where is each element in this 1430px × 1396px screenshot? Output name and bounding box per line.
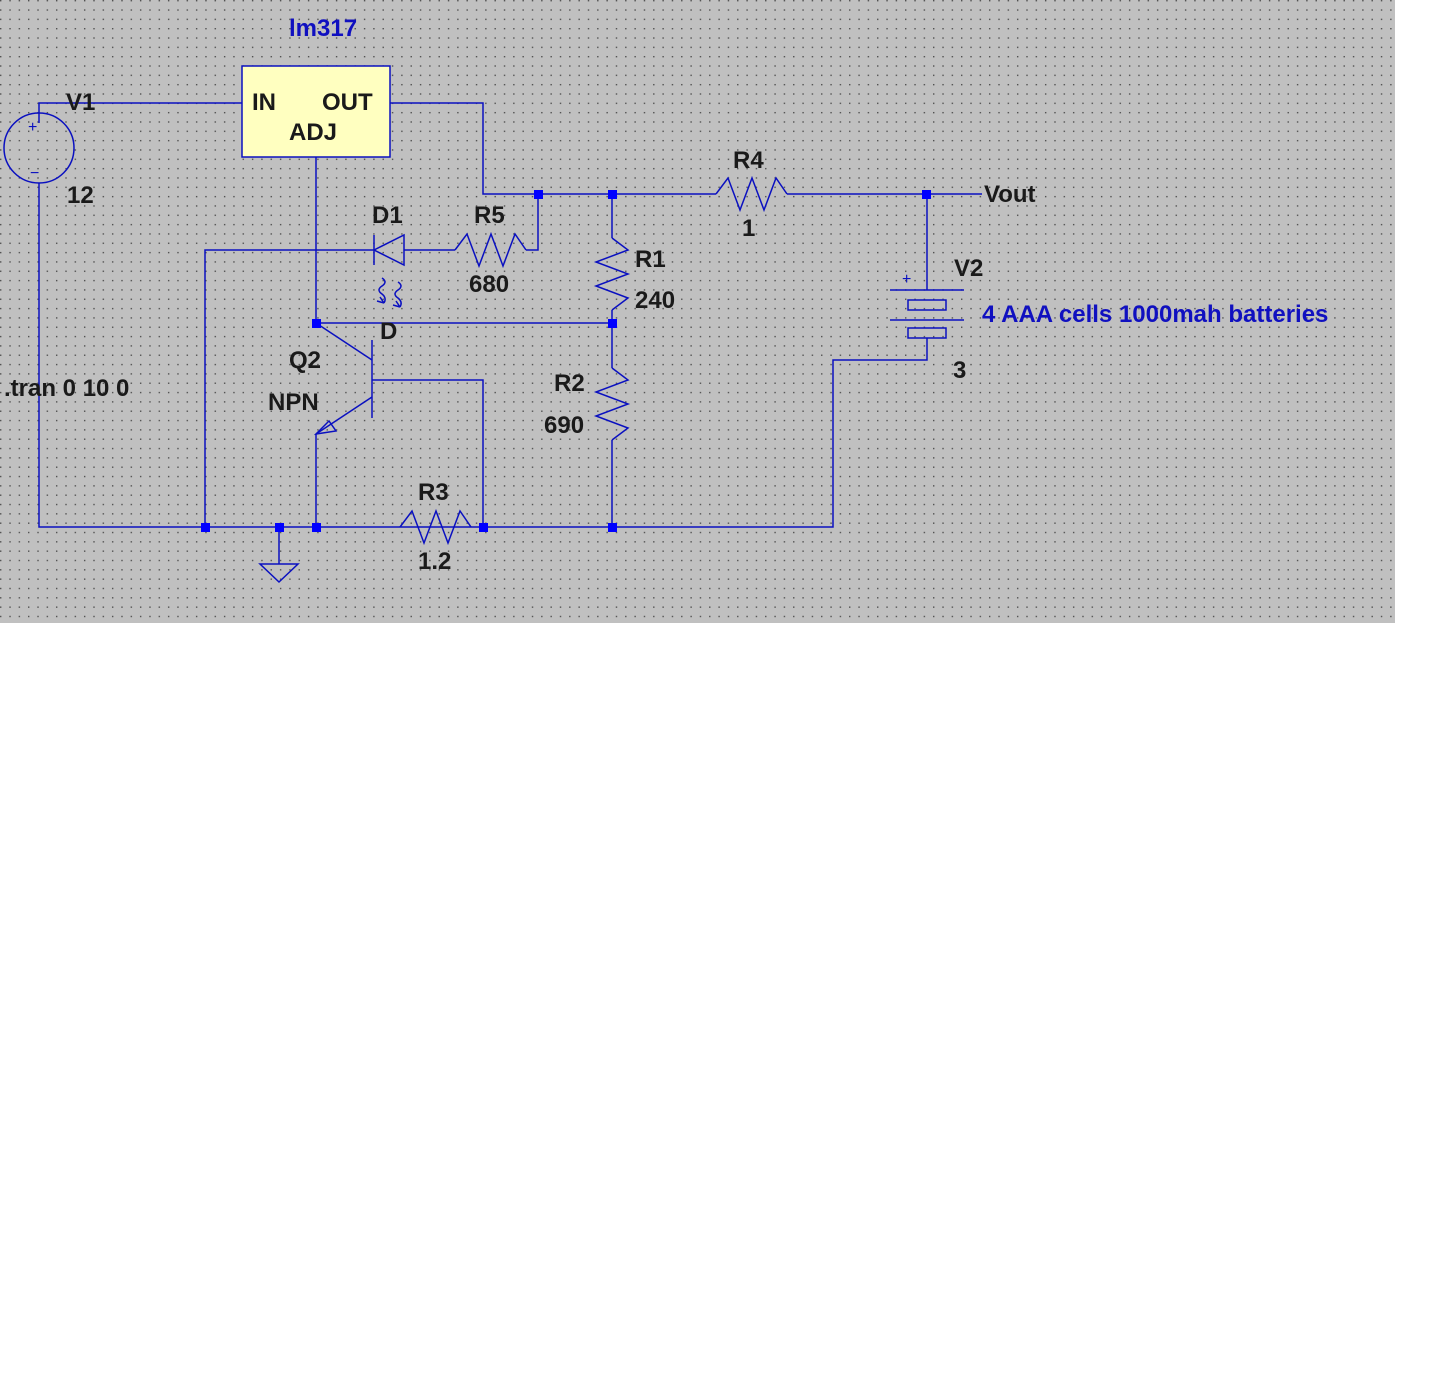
r5-resistor[interactable] xyxy=(454,231,527,269)
junction-node xyxy=(479,523,488,532)
junction-node xyxy=(201,523,210,532)
r2-resistor[interactable] xyxy=(593,367,631,441)
d1-model-label: D xyxy=(380,318,397,345)
v1-plus-sign: + xyxy=(28,119,37,136)
r2-value-label: 690 xyxy=(544,412,584,439)
junction-node xyxy=(312,523,321,532)
junction-nodes xyxy=(201,190,931,532)
q2-name-label: Q2 xyxy=(289,347,321,374)
r1-resistor[interactable] xyxy=(593,237,631,311)
v2-plus-sign: + xyxy=(902,271,911,288)
schematic-grid xyxy=(0,0,1395,623)
r1-value-label: 240 xyxy=(635,287,675,314)
lm317-regulator[interactable] xyxy=(241,65,391,158)
d1-diode[interactable] xyxy=(372,233,405,267)
lm317-name-label: lm317 xyxy=(289,15,357,42)
junction-node xyxy=(922,190,931,199)
v1-name-label: V1 xyxy=(66,89,95,116)
lm317-pin-out: OUT xyxy=(322,89,373,116)
r1-name-label: R1 xyxy=(635,246,666,273)
junction-node xyxy=(312,319,321,328)
v2-note-label: 4 AAA cells 1000mah batteries xyxy=(982,301,1328,328)
junction-node xyxy=(275,523,284,532)
r5-name-label: R5 xyxy=(474,202,505,229)
wires xyxy=(38,102,982,564)
r3-resistor[interactable] xyxy=(399,508,472,546)
q2-model-label: NPN xyxy=(268,389,319,416)
v2-battery[interactable]: + xyxy=(890,271,964,345)
v2-value-label: 3 xyxy=(953,357,966,384)
r2-name-label: R2 xyxy=(554,370,585,397)
r3-value-label: 1.2 xyxy=(418,548,451,575)
r5-value-label: 680 xyxy=(469,271,509,298)
v1-value-label: 12 xyxy=(67,182,94,209)
lm317-pin-in: IN xyxy=(252,89,276,116)
ground-symbol xyxy=(258,563,300,584)
r4-name-label: R4 xyxy=(733,147,764,174)
junction-node xyxy=(534,190,543,199)
vout-net-label: Vout xyxy=(984,181,1036,208)
q2-npn-transistor[interactable] xyxy=(313,322,373,436)
r4-resistor[interactable] xyxy=(715,175,788,213)
spice-directive[interactable]: .tran 0 10 0 xyxy=(4,375,129,402)
v1-minus-sign: − xyxy=(30,165,39,182)
junction-node xyxy=(608,190,617,199)
lm317-pin-adj: ADJ xyxy=(289,119,337,146)
d1-name-label: D1 xyxy=(372,202,403,229)
v2-name-label: V2 xyxy=(954,255,983,282)
junction-node xyxy=(608,319,617,328)
junction-node xyxy=(608,523,617,532)
light-emission-arrows-icon xyxy=(376,277,402,308)
v1-voltage-source[interactable]: + − xyxy=(3,112,75,184)
r4-value-label: 1 xyxy=(742,215,755,242)
r3-name-label: R3 xyxy=(418,479,449,506)
